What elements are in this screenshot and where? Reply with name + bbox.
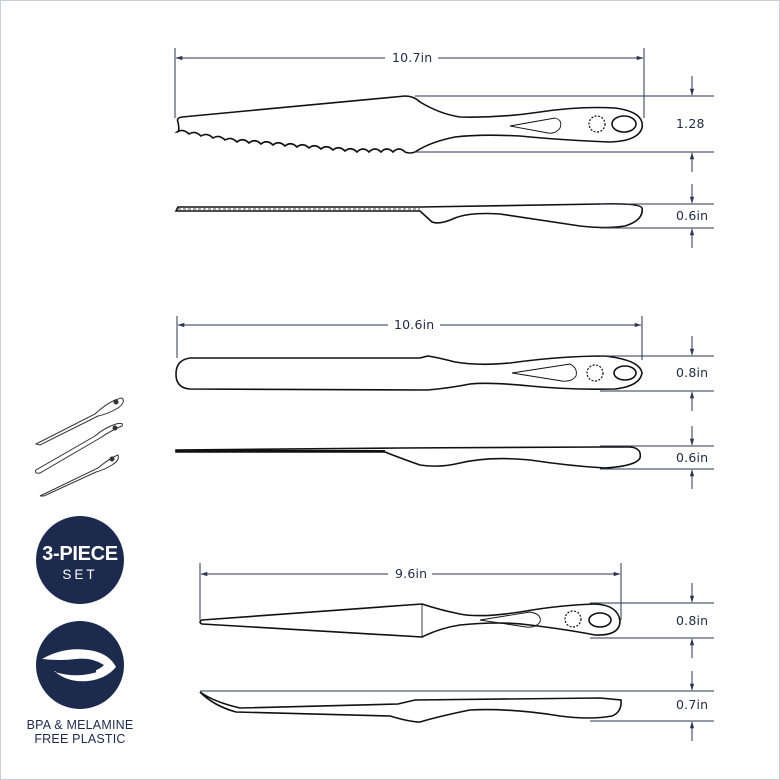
leaf-icon [42, 649, 116, 682]
knife1-width-label: 1.28 [673, 117, 708, 131]
paring-knife-top-view [199, 603, 621, 638]
bpa-caption-line1: BPA & MELAMINE [26, 718, 134, 732]
knife2-width-label: 0.8in [673, 366, 712, 380]
knife2-length-label: 10.6in [391, 318, 438, 332]
serrated-knife-top-view [174, 95, 644, 154]
knife2-thickness-label: 0.6in [673, 451, 712, 465]
butter-knife-side-view [175, 446, 642, 469]
knife1-thickness-label: 0.6in [673, 209, 712, 223]
three-piece-set-badge: 3-PIECE SET [36, 516, 124, 604]
set-badge-label: SET [62, 567, 98, 582]
dimension-lines [174, 48, 714, 741]
serrated-knife-side-view [174, 203, 643, 229]
knife3-width-label: 0.8in [673, 614, 712, 628]
bpa-free-badge [36, 621, 124, 709]
bpa-caption-line2: FREE PLASTIC [34, 732, 126, 746]
bpa-caption: BPA & MELAMINE FREE PLASTIC [20, 718, 140, 746]
paring-knife-side-view [199, 691, 622, 723]
set-badge-count: 3-PIECE [42, 543, 118, 565]
knife-set-thumbnail [34, 397, 124, 497]
knife3-thickness-label: 0.7in [673, 698, 712, 712]
knife1-length-label: 10.7in [389, 51, 436, 65]
butter-knife-top-view [175, 355, 643, 391]
knife3-length-label: 9.6in [392, 567, 431, 581]
